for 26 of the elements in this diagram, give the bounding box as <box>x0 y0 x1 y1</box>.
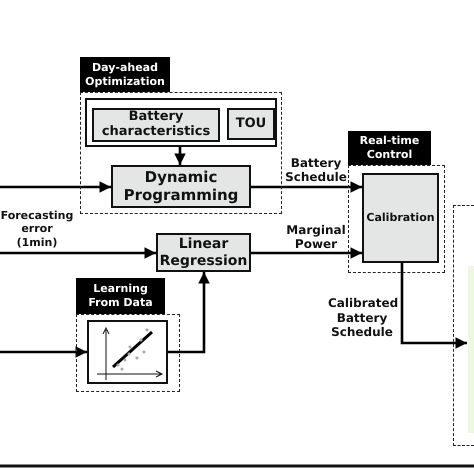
output-panel <box>468 266 474 433</box>
dashed-frame <box>453 205 474 446</box>
arrow <box>0 181 111 193</box>
group-heading: Day-ahead Optimization <box>80 57 170 92</box>
arrow <box>251 181 362 193</box>
process-box: TOU <box>227 108 275 140</box>
container-box <box>85 98 277 147</box>
arrow <box>0 247 156 259</box>
process-box: Linear Regression <box>156 233 251 272</box>
dashed-group <box>76 278 180 392</box>
picture <box>87 320 168 384</box>
arrow <box>251 247 362 259</box>
arrow <box>168 272 210 354</box>
process-box: Calibration <box>362 173 439 263</box>
group-heading: Real-time Control <box>348 131 431 165</box>
arrow <box>174 147 186 165</box>
process-box: Dynamic Programming <box>111 165 251 208</box>
group-heading: Learning From Data <box>76 278 165 314</box>
dashed-group <box>80 57 282 214</box>
arrow <box>400 263 467 349</box>
edge-label: Forecasting error (1min) <box>0 209 74 249</box>
dashed-group <box>348 131 445 273</box>
process-box: Battery characteristics <box>92 108 220 142</box>
edge-label: Marginal Power <box>285 222 347 252</box>
edge-label: Battery Schedule <box>285 156 347 184</box>
arrow <box>0 346 87 358</box>
